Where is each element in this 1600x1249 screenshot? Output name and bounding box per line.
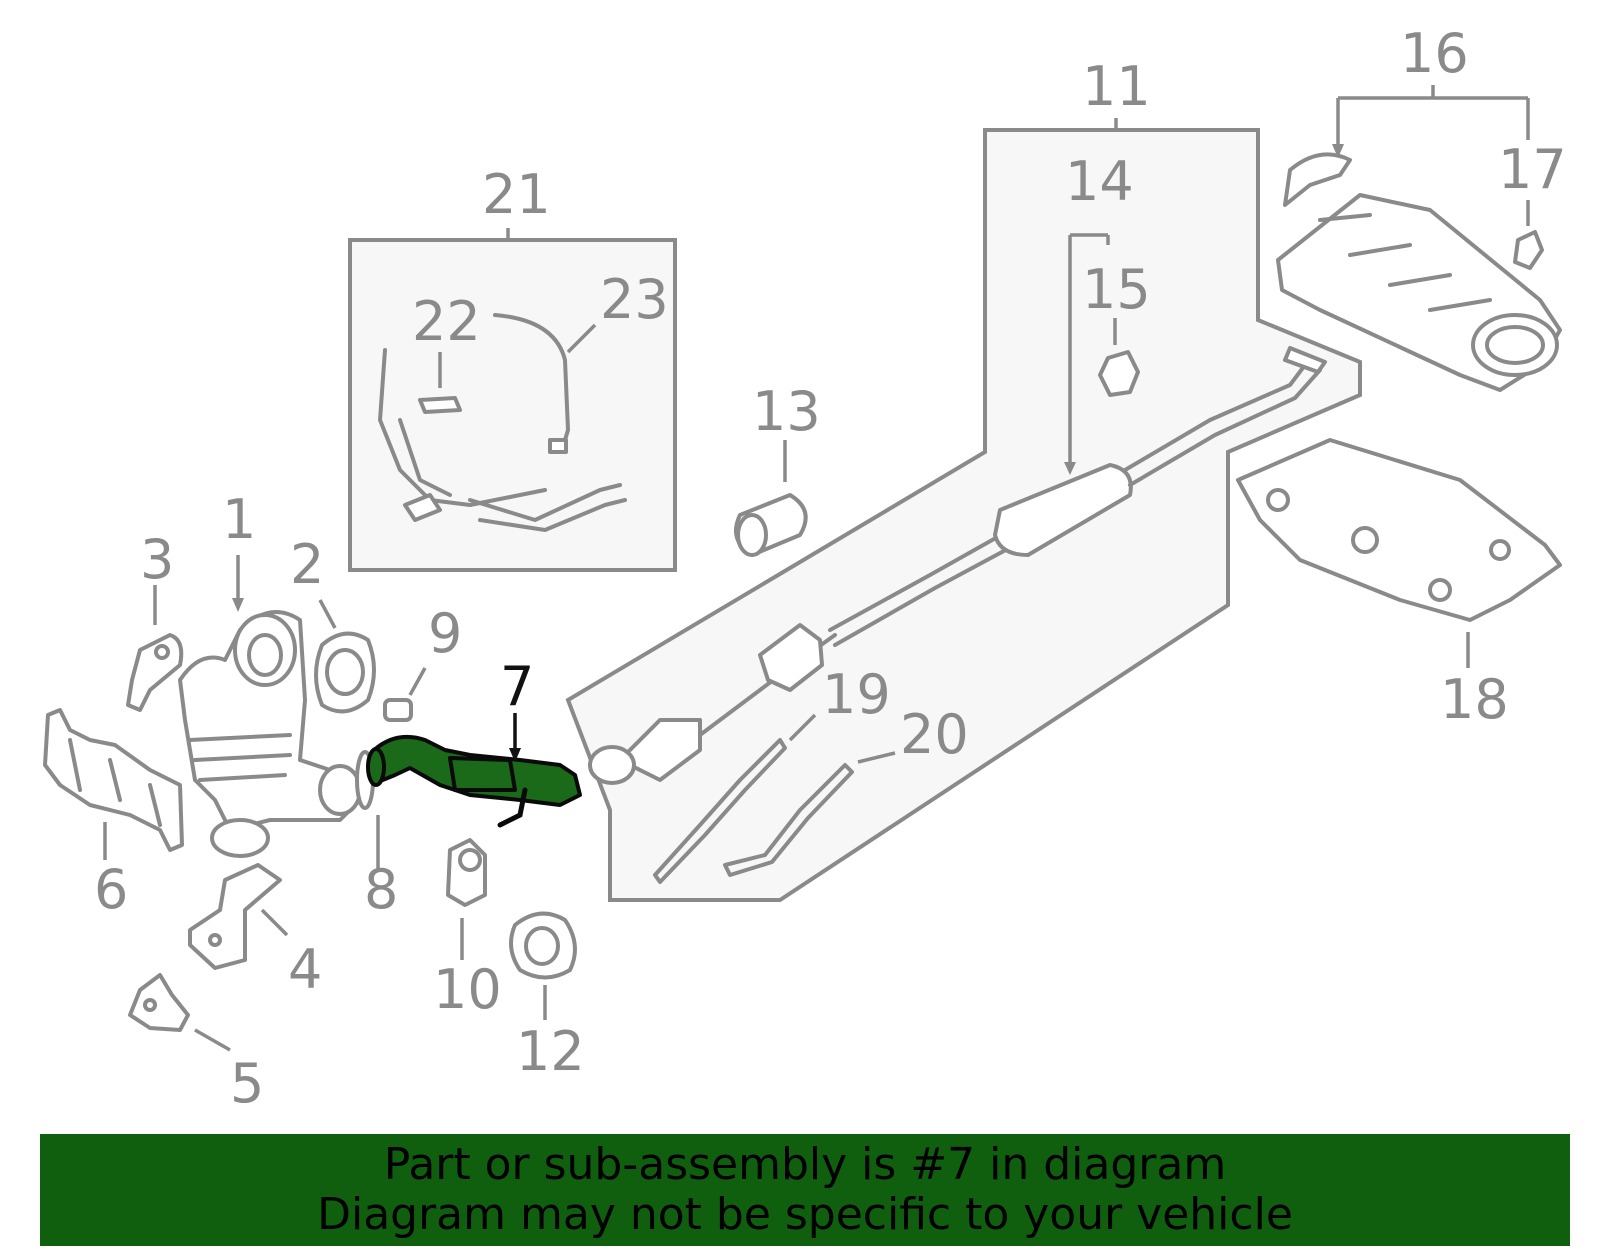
callout-9: 9 [428, 602, 462, 665]
callout-18: 18 [1440, 668, 1509, 731]
part-22-fitting[interactable] [418, 352, 462, 414]
group-box-11 [565, 118, 1362, 902]
callout-21: 21 [482, 163, 551, 226]
part-7-front-pipe-highlighted[interactable] [366, 713, 582, 828]
part-23-oxygen-sensor[interactable] [493, 313, 597, 454]
part-5-bracket[interactable] [128, 973, 231, 1052]
callout-3: 3 [140, 528, 174, 591]
part-13-clamp[interactable] [734, 440, 808, 557]
part-19-hose[interactable] [653, 713, 817, 884]
callout-10: 10 [433, 958, 502, 1021]
part-6-heat-shield[interactable] [43, 708, 184, 860]
callout-14: 14 [1065, 150, 1134, 213]
callout-2: 2 [290, 533, 324, 596]
callout-8: 8 [364, 858, 398, 921]
part-15-hanger[interactable] [1098, 318, 1140, 397]
part-16-muffler[interactable] [1276, 85, 1562, 392]
callout-16: 16 [1400, 22, 1469, 85]
group-21-pipes [378, 348, 627, 532]
part-9-nut[interactable] [383, 667, 427, 722]
part-11-pipe-assembly[interactable] [588, 233, 1327, 785]
callout-5: 5 [230, 1052, 264, 1115]
part-18-heat-shield[interactable] [1236, 438, 1562, 668]
info-banner: Part or sub-assembly is #7 in diagram Di… [40, 1134, 1570, 1246]
banner-background [40, 1134, 1570, 1246]
part-20-hose[interactable] [723, 751, 896, 877]
callout-19: 19 [822, 663, 891, 726]
part-10-hanger[interactable] [446, 838, 487, 960]
part-12-gasket[interactable] [509, 911, 577, 1020]
part-17-hanger[interactable] [1513, 200, 1544, 270]
callout-4: 4 [288, 938, 322, 1001]
part-4-bracket[interactable] [188, 863, 289, 970]
callout-23: 23 [600, 268, 669, 331]
callout-11: 11 [1082, 55, 1151, 118]
callout-22: 22 [412, 290, 481, 353]
banner-line-2: Diagram may not be specific to your vehi… [317, 1189, 1293, 1240]
part-3-bracket[interactable] [126, 585, 184, 712]
callout-17: 17 [1498, 138, 1567, 201]
callout-20: 20 [900, 703, 969, 766]
callout-13: 13 [752, 380, 821, 443]
callout-7: 7 [500, 655, 534, 718]
callout-15: 15 [1082, 258, 1151, 321]
callout-12: 12 [516, 1020, 585, 1083]
callout-6: 6 [94, 858, 128, 921]
callout-labels: 1 2 3 4 5 6 7 8 9 10 11 12 13 14 15 16 1… [94, 22, 1567, 1115]
banner-line-1: Part or sub-assembly is #7 in diagram [383, 1139, 1227, 1190]
callout-1: 1 [222, 488, 256, 551]
part-2-gasket[interactable] [314, 599, 376, 714]
